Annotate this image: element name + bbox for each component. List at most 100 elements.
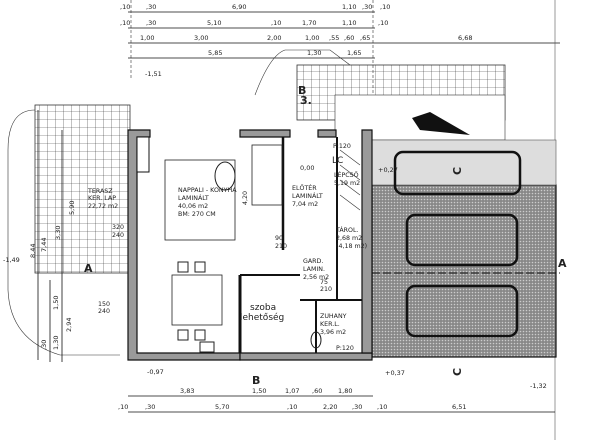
door-width: 150 [98,301,110,308]
level: -1,49 [3,256,20,264]
dim: 3,83 [180,387,194,395]
section-c-top: C [451,167,464,175]
stove [199,341,215,353]
dim: ,10 [120,3,130,11]
dining-table [171,274,223,326]
dim: 1,50 [52,296,60,310]
level: -0,97 [147,368,164,376]
dim: ,30 [352,403,362,411]
dim: 5,70 [215,403,229,411]
dim: 5,90 [68,201,76,215]
car-outline [393,150,522,196]
section-a-right: A [558,257,567,270]
parapet: P:120 [333,143,351,150]
wardrobe-floor: LAMIN. [303,266,325,273]
dim: ,10 [287,403,297,411]
room-label: szoba [250,303,276,313]
stairs-area: 5,19 m2 [334,180,360,187]
bath-floor: KER.L. [320,321,340,328]
door-width: 320 [112,224,124,231]
bottom-dimensions: -0,97 +0,37 -1,32 3,83 1,50 1,07 ,60 1,8… [118,368,555,413]
terrace-area: 22,72 m2 [88,203,118,210]
terrace-floor: KER. LAP [88,195,116,202]
living-ceiling: BM: 270 CM [178,211,216,218]
terrace-label: TERASZ [87,188,113,195]
dim: 7,44 [40,238,48,252]
dim: ,10 [118,403,128,411]
dim: 6,90 [232,3,246,11]
dim: 2,20 [323,403,337,411]
toilet [310,331,322,349]
dim: 1,50 [252,387,266,395]
left-dimensions: 8,44 7,44 5,90 3,30 2,94 1,50 1,30 ,30 -… [3,110,76,362]
stairs-label: LÉPCSŐ [334,170,359,179]
living-label: NAPPALI - KONYHA [178,187,237,194]
dim: ,10 [120,19,130,27]
door-height: 240 [112,232,124,239]
dim: ,10 [380,3,390,11]
dim: 1,00 [140,34,154,42]
storage-area-alt: (4,18 m2) [336,243,367,250]
hall-label: ELŐTÉR [292,183,317,192]
dim: 5,10 [207,19,221,27]
level: +0,27 [378,166,398,174]
dim: ,30 [146,19,156,27]
hall-floor: LAMINÁLT [292,191,323,200]
living-floor: LAMINÁLT [178,193,209,202]
level: 0,00 [300,164,314,172]
section-b-top: B [298,84,306,97]
car-outline [405,213,519,267]
dim: ,30 [145,403,155,411]
door-height: 210 [275,243,287,250]
room-sublabel: lehetőség [240,312,284,323]
path-curve [254,49,351,96]
dim: 1,80 [338,387,352,395]
dim: 2,00 [267,34,281,42]
door-height: 240 [98,308,110,315]
living-area: 40,06 m2 [178,203,208,210]
parapet: P:120 [336,345,354,352]
dim: ,10 [271,19,281,27]
dim: ,30 [40,340,48,350]
dim: ,60 [312,387,322,395]
dim: ,65 [360,34,370,42]
dim: ,10 [377,403,387,411]
level: -1,51 [145,70,162,78]
hall-area: 7,04 m2 [292,201,318,208]
door-height: 210 [320,286,332,293]
dim: ,30 [146,3,156,11]
wardrobe-area: 2,56 m2 [303,274,329,281]
entry-arrow-icon [412,112,470,135]
dim: 1,30 [307,49,321,57]
dim: 1,00 [305,34,319,42]
bath-label: ZUHANY [320,313,347,320]
dim: 6,68 [458,34,472,42]
floor-marker: 3. [300,94,312,107]
dim: ,60 [344,34,354,42]
lc-marker: LC [332,156,343,166]
terrace-grid [34,104,131,274]
dim: 1,07 [285,387,299,395]
garage-apron [371,139,557,186]
dim: 3,30 [54,226,62,240]
height-dim: 4,20 [242,191,249,205]
dim: 2,94 [65,318,73,332]
rug [164,159,236,241]
dim: ,10 [378,19,388,27]
storage-label: TÁROL. [335,225,359,234]
section-c-bottom: C [451,368,464,376]
storage-area: 2,68 m2 [336,235,362,242]
dim: 6,51 [452,403,466,411]
level: +0,37 [385,369,405,377]
dim: 3,00 [194,34,208,42]
dim: 1,30 [52,336,60,350]
section-a-left: A [84,262,93,275]
sofa [251,144,283,206]
dim: ,55 [329,34,339,42]
door-width: 90 [275,235,283,242]
wardrobe-label: GARD. [303,258,323,265]
terrace-curve [7,109,120,356]
dim: 1,65 [347,49,361,57]
dim: 1,10 [342,3,356,11]
